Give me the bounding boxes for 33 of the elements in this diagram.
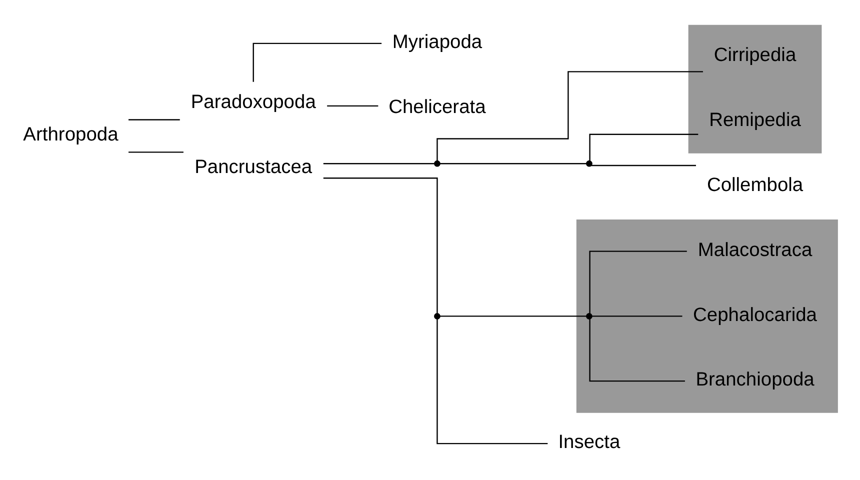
connector [436,318,548,444]
node-text: Cephalocarida [693,304,817,326]
cluster [688,24,822,153]
node-point [586,160,592,166]
node-text: Cirripedia [714,44,796,66]
connector [589,318,685,382]
connector [436,70,703,160]
connector [252,42,382,82]
connector [327,104,378,106]
node-text: Myriapoda [392,32,482,53]
node-text: Branchiopoda [696,369,814,390]
connector [128,151,184,152]
node-text: Chelicerata [388,96,486,118]
cluster [576,218,838,412]
connector [323,177,438,313]
node-point [434,312,440,319]
connector [591,164,696,166]
node-text: Insecta [558,432,620,453]
node-point [434,160,440,166]
connector [440,162,586,164]
connector [323,162,434,164]
node-text: Remipedia [709,110,801,131]
node-text: Paradoxopoda [190,92,316,113]
node-text: Arthropoda [23,124,118,146]
node-point [586,312,592,319]
node-text: Malacostraca [698,239,812,260]
node-text: Collembola [706,174,804,196]
connector [128,118,180,120]
connector [589,133,698,160]
connector [592,315,682,316]
connector [589,250,687,313]
connector [440,315,586,316]
node-text: Pancrustacea [194,156,312,178]
